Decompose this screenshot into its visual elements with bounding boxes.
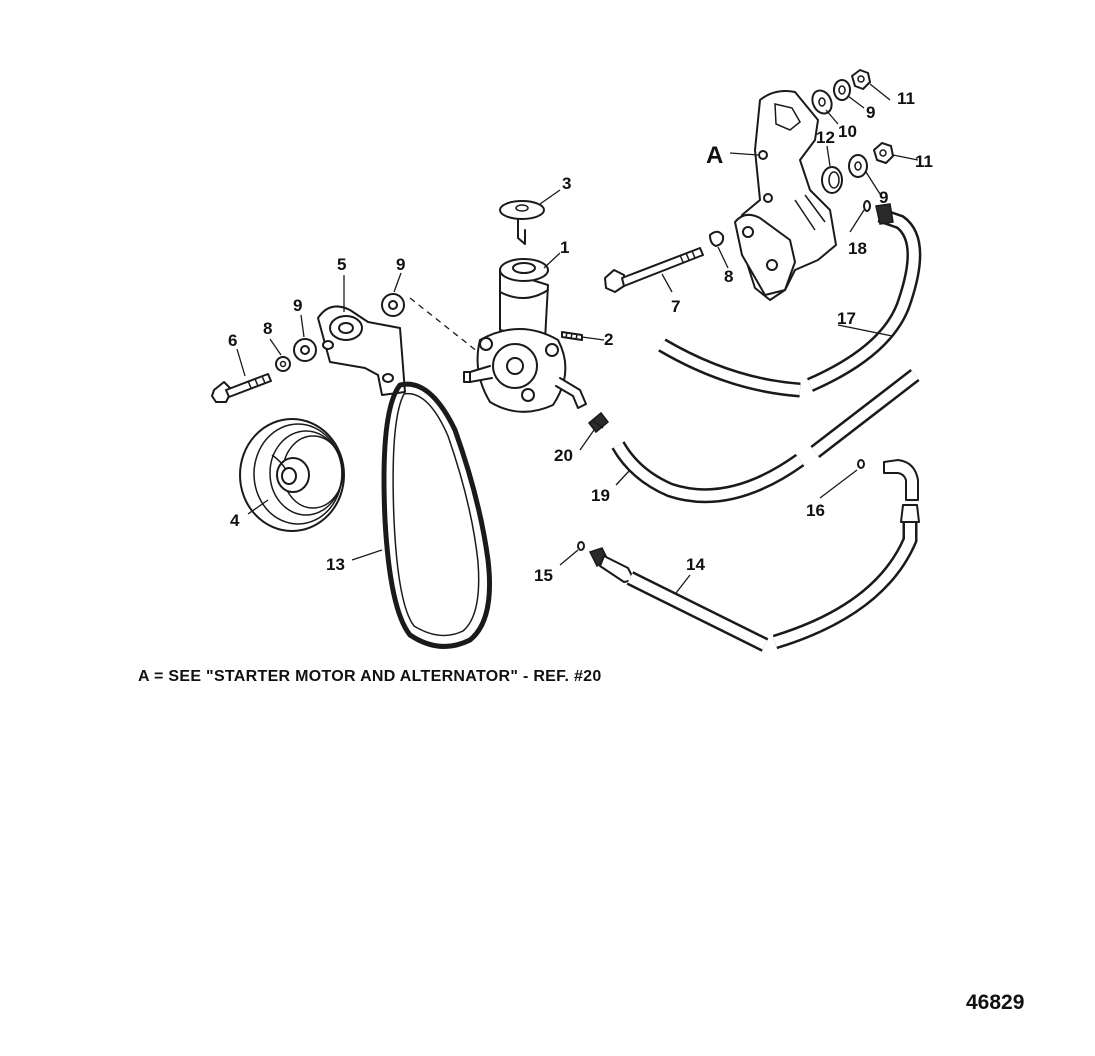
callout-12: 12 bbox=[816, 128, 835, 147]
part-13-drive-belt bbox=[381, 381, 493, 649]
part-6-bolt bbox=[211, 373, 272, 403]
part-16-o-ring bbox=[857, 459, 865, 469]
part-7-long-bolt bbox=[604, 247, 704, 293]
callout-18: 18 bbox=[848, 239, 867, 258]
part-10-spacer-top bbox=[811, 89, 833, 115]
alignment-line bbox=[409, 297, 479, 353]
part-19-return-hose bbox=[611, 369, 920, 504]
callout-8-left: 8 bbox=[263, 319, 272, 338]
callout-8-right: 8 bbox=[724, 267, 733, 286]
part-17-pressure-hose bbox=[658, 203, 922, 398]
part-20-fitting bbox=[587, 411, 610, 434]
callout-9-top-right: 9 bbox=[866, 103, 875, 122]
callout-17: 17 bbox=[837, 309, 856, 328]
part-8-lockwasher-right bbox=[709, 230, 725, 247]
callout-5: 5 bbox=[337, 255, 346, 274]
part-4-pulley bbox=[239, 418, 345, 532]
callout-1: 1 bbox=[560, 238, 569, 257]
callout-labels: 1 2 3 4 5 6 7 8 8 9 9 9 9 10 11 11 12 13… bbox=[228, 89, 933, 585]
part-1-power-steering-pump bbox=[463, 258, 587, 413]
callout-7: 7 bbox=[671, 297, 680, 316]
callout-a: A bbox=[706, 142, 723, 169]
part-9-washer-top-right bbox=[833, 79, 851, 101]
callout-9-left: 9 bbox=[293, 296, 302, 315]
callout-20: 20 bbox=[554, 446, 573, 465]
part-11-nut-top bbox=[851, 69, 871, 90]
part-3-reservoir-cap bbox=[499, 200, 545, 245]
callout-2: 2 bbox=[604, 330, 613, 349]
part-8-lockwasher-left bbox=[275, 356, 291, 372]
reference-note: A = SEE "STARTER MOTOR AND ALTERNATOR" -… bbox=[138, 668, 602, 685]
callout-11-top: 11 bbox=[897, 89, 915, 108]
part-15-o-ring bbox=[577, 541, 585, 551]
callout-3: 3 bbox=[562, 174, 571, 193]
part-9-washer-upper bbox=[381, 293, 405, 317]
callout-9-upper-left: 9 bbox=[396, 255, 405, 274]
callout-16: 16 bbox=[806, 501, 825, 520]
mounting-bracket-a bbox=[734, 90, 837, 301]
callout-9-middle-right: 9 bbox=[879, 188, 888, 207]
part-9-washer-left bbox=[293, 338, 317, 362]
callout-6: 6 bbox=[228, 331, 237, 350]
part-11-nut-middle bbox=[873, 142, 894, 164]
part-5-pump-bracket bbox=[317, 305, 406, 396]
callout-10: 10 bbox=[838, 122, 857, 141]
callout-15: 15 bbox=[534, 566, 553, 585]
figure-number: 46829 bbox=[966, 991, 1024, 1014]
part-14-hose-assembly bbox=[588, 459, 920, 652]
callout-13: 13 bbox=[326, 555, 345, 574]
part-2-stud bbox=[561, 331, 583, 341]
part-12-spacer-middle bbox=[821, 166, 843, 194]
part-9-washer-middle-right bbox=[848, 154, 868, 178]
callout-4: 4 bbox=[230, 511, 240, 530]
callout-14: 14 bbox=[686, 555, 705, 574]
leader-lines bbox=[236, 83, 919, 594]
part-18-o-ring bbox=[863, 200, 871, 212]
callout-19: 19 bbox=[591, 486, 610, 505]
callout-11-middle: 11 bbox=[915, 152, 933, 171]
